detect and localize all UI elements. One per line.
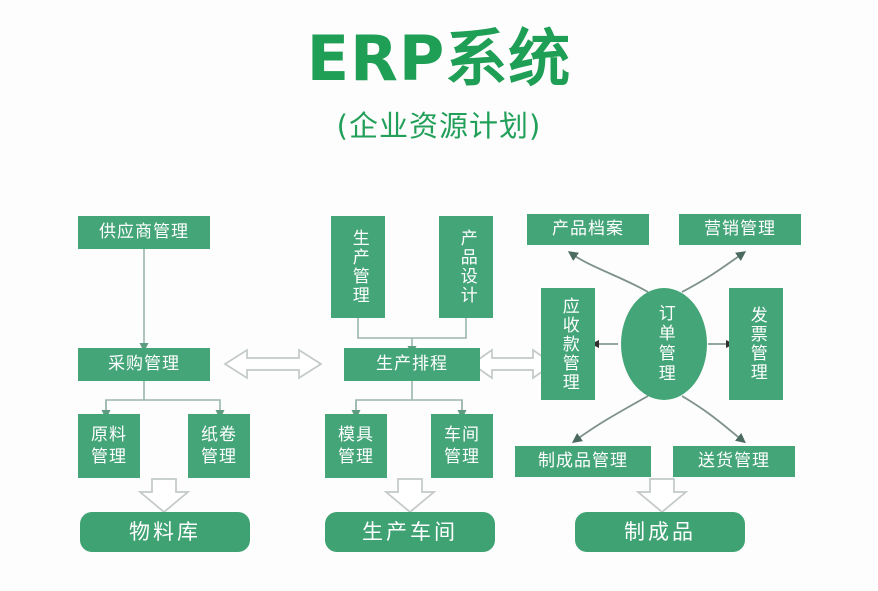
node-receivables-mgmt[interactable]: 应收款管理 (541, 288, 595, 400)
node-raw-material-mgmt[interactable]: 原料 管理 (78, 414, 140, 478)
curved-arrow-order-to-product-archive (567, 251, 649, 293)
page-subtitle: (企业资源计划) (336, 109, 542, 144)
hollow-arrow-molds-to-workshop (383, 478, 437, 514)
node-paper-roll-mgmt[interactable]: 纸卷 管理 (188, 414, 250, 478)
node-production-workshop[interactable]: 生产车间 (325, 512, 495, 552)
node-production-schedule[interactable]: 生产排程 (344, 348, 480, 381)
wire-production-to-schedule (357, 318, 467, 355)
node-product-design[interactable]: 产品设计 (439, 216, 493, 318)
curved-arrow-order-to-finished-goods-mgmt (571, 395, 649, 443)
hollow-arrow-finished-to-goods (635, 478, 689, 514)
node-material-warehouse[interactable]: 物料库 (80, 512, 250, 552)
node-finished-goods-mgmt[interactable]: 制成品管理 (515, 446, 651, 477)
page-title: ERP系统 (306, 22, 572, 95)
title-block: ERP系统 (企业资源计划) (0, 24, 878, 145)
node-supplier-mgmt[interactable]: 供应商管理 (78, 216, 210, 249)
node-invoice-mgmt[interactable]: 发票管理 (729, 288, 783, 400)
curved-arrow-order-to-delivery (681, 395, 746, 444)
node-delivery-mgmt[interactable]: 送货管理 (673, 446, 795, 477)
node-product-archive[interactable]: 产品档案 (527, 214, 649, 245)
node-mold-mgmt[interactable]: 模具 管理 (325, 414, 387, 478)
node-purchase-mgmt[interactable]: 采购管理 (78, 348, 210, 381)
double-arrow-purchase-schedule (223, 348, 323, 380)
wire-purchase-to-materials (101, 381, 225, 419)
node-marketing-mgmt[interactable]: 营销管理 (679, 214, 801, 245)
node-order-mgmt[interactable]: 订单管理 (621, 288, 707, 400)
hollow-arrow-materials-to-warehouse (137, 478, 191, 514)
node-production-mgmt[interactable]: 生产管理 (331, 216, 385, 318)
node-workshop-mgmt[interactable]: 车间 管理 (431, 414, 493, 478)
curved-arrow-order-to-marketing (681, 251, 747, 293)
node-finished-goods[interactable]: 制成品 (575, 512, 745, 552)
wire-schedule-to-children (351, 381, 467, 419)
